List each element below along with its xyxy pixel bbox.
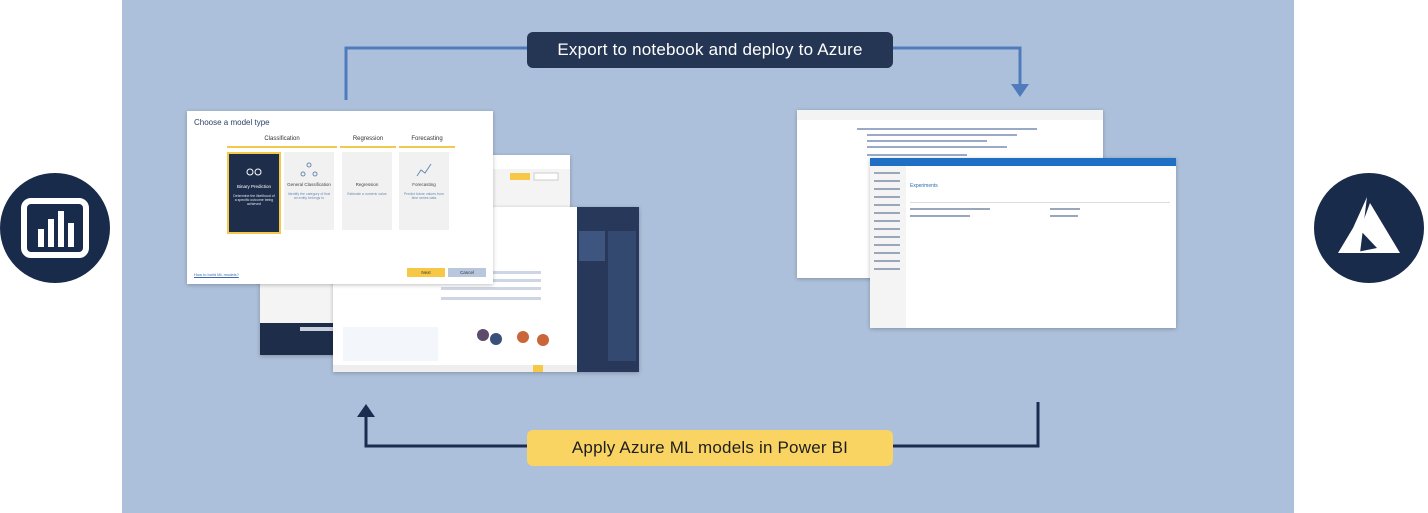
cancel-button[interactable]: Cancel [448,268,486,277]
next-button[interactable]: Next [407,268,445,277]
export-label-pill: Export to notebook and deploy to Azure [527,32,893,68]
card-regression[interactable]: Regression Estimate a numeric value [342,152,392,230]
column-classification: Classification [264,136,300,142]
card-binary-prediction-desc: Determine the likelihood of a specific o… [233,194,275,206]
card-regression-label: Regression [355,182,379,187]
azure-logo-icon [1314,173,1424,283]
column-classification-underline [227,146,337,148]
apply-arrow-tail [364,412,527,448]
apply-arrowhead [357,404,375,417]
azure-ml-portal-screenshot: Experiments [870,158,1176,328]
card-general-classification[interactable]: General Classification Identify the cate… [284,152,334,230]
card-general-classification-desc: Identify the category of that an entity … [287,192,331,200]
column-forecasting-underline [399,146,455,148]
card-forecasting-label: Forecasting [412,182,436,187]
card-forecasting[interactable]: Forecasting Predict future values from t… [399,152,449,230]
experiments-heading: Experiments [910,183,938,189]
choose-model-dialog: Choose a model type Classification Regre… [187,111,493,284]
binary-prediction-icon [246,168,262,176]
apply-arrow [893,402,1040,448]
card-forecasting-desc: Predict future values from time series d… [404,192,444,200]
column-regression: Regression [352,136,384,142]
card-binary-prediction-label: Binary Prediction [236,184,272,189]
forecasting-icon [416,163,432,177]
export-arrow-tail [893,46,1022,88]
dialog-title: Choose a model type [194,118,270,127]
power-bi-logo-icon [0,173,110,283]
column-forecasting: Forecasting [411,136,443,142]
column-regression-underline [340,146,396,148]
help-link[interactable]: How to build ML models? [194,272,239,277]
apply-label-pill: Apply Azure ML models in Power BI [527,430,893,466]
card-general-classification-label: General Classification [287,182,331,187]
export-arrow [344,46,527,100]
card-regression-desc: Estimate a numeric value [347,192,387,196]
card-binary-prediction[interactable]: Binary Prediction Determine the likeliho… [227,152,281,234]
export-arrowhead [1011,84,1029,97]
classification-icon [300,162,318,177]
